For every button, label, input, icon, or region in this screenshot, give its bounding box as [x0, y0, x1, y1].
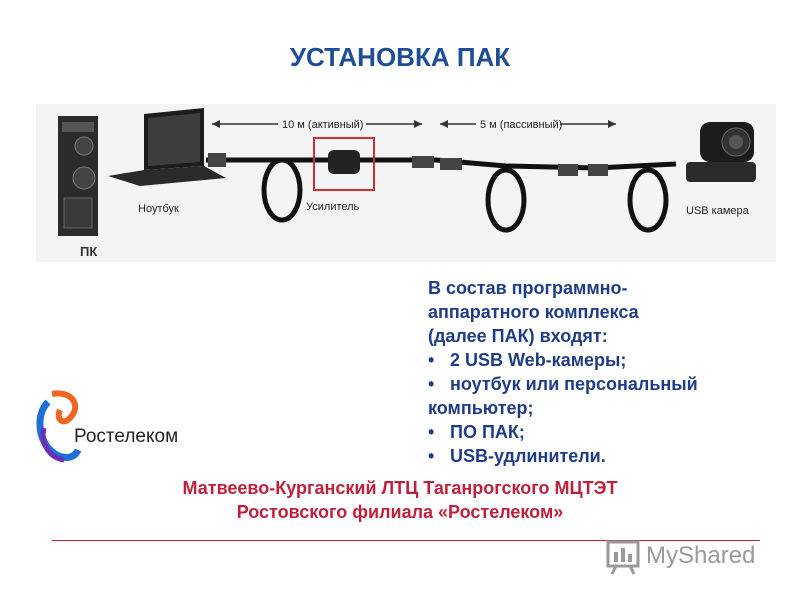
cable-coil-2	[485, 167, 527, 233]
organization-caption: Матвеево-Курганский ЛТЦ Таганрогского МЦ…	[0, 476, 800, 524]
amplifier-highlight	[313, 137, 375, 191]
bullet-icon: •	[428, 350, 435, 370]
usb-connector-2	[412, 156, 434, 168]
list-item-text: 2 USB Web-камеры;	[450, 350, 627, 370]
pc-tower-icon	[58, 116, 98, 236]
divider	[52, 540, 760, 541]
list-item-text: USB-удлинители.	[450, 446, 606, 466]
watermark-text: MyShared	[646, 542, 756, 569]
slide-title: УСТАНОВКА ПАК	[289, 42, 511, 72]
description-line-1: В состав программно-	[428, 278, 628, 298]
org-line-1: Матвеево-Курганский ЛТЦ Таганрогского МЦ…	[182, 478, 618, 498]
pc-label: ПК	[80, 244, 97, 259]
logo-text: Ростелеком	[74, 426, 178, 447]
usb-connector-5	[588, 164, 608, 176]
connection-diagram: ПК Ноутбук Усилитель 10 м (активный) 5 м…	[36, 104, 776, 262]
bullet-icon: •	[428, 422, 435, 442]
cable-coil-1	[261, 157, 303, 223]
list-item: •ноутбук или персональный компьютер;	[428, 372, 778, 420]
bullet-icon: •	[428, 374, 435, 394]
usb-connector-4	[558, 164, 578, 176]
description-block: В состав программно- аппаратного комплек…	[428, 276, 788, 468]
rostelecom-logo: Ростелеком	[30, 388, 200, 468]
active-length-label: 10 м (активный)	[282, 119, 363, 131]
myshared-logo-icon	[606, 540, 640, 575]
bullet-icon: •	[428, 446, 435, 466]
description-line-2: аппаратного комплекса	[428, 302, 639, 322]
list-item: • USB-удлинители.	[428, 444, 788, 468]
amplifier-label: Усилитель	[306, 201, 360, 213]
passive-length-arrow	[440, 116, 616, 132]
laptop-label: Ноутбук	[138, 203, 179, 215]
usb-connector-1	[208, 153, 226, 167]
list-item-text: ноутбук или персональный компьютер;	[428, 374, 698, 418]
description-line-3: (далее ПАК) входят:	[428, 326, 608, 346]
amplifier-icon	[328, 150, 360, 174]
cable-coil-3	[627, 167, 669, 233]
org-line-2: Ростовского филиала «Ростелеком»	[236, 502, 564, 522]
laptop-icon	[108, 108, 226, 186]
list-item: • 2 USB Web-камеры;	[428, 348, 788, 372]
usb-connector-3	[440, 158, 462, 170]
active-length-arrow	[212, 116, 422, 132]
list-item-text: ПО ПАК;	[450, 422, 525, 442]
camera-label: USB камера	[686, 205, 750, 217]
list-item: • ПО ПАК;	[428, 420, 788, 444]
passive-length-label: 5 м (пассивный)	[480, 119, 562, 131]
usb-camera-icon	[686, 122, 756, 182]
